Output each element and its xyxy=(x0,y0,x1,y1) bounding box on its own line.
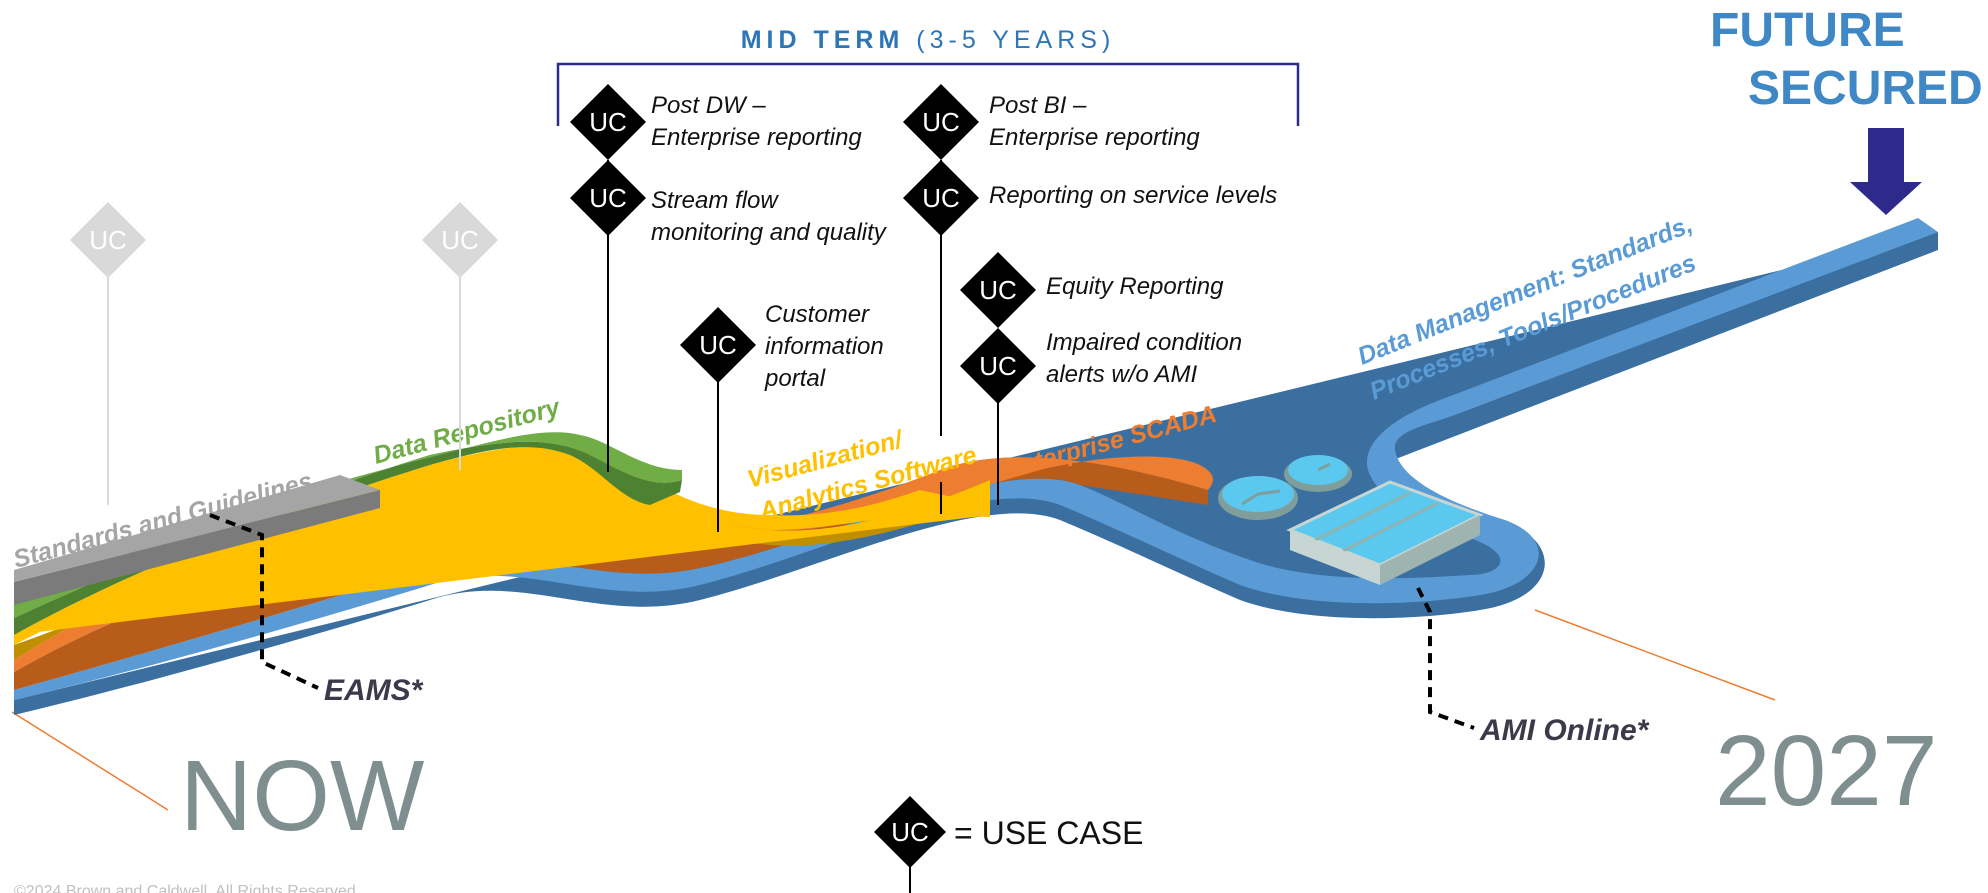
uc-label: UC xyxy=(979,351,1017,381)
future-arrow-icon xyxy=(1850,128,1922,215)
uc-marker-equity: UC xyxy=(960,252,1036,328)
customer-label-line2: information xyxy=(765,333,884,360)
post-dw-label-line2: Enterprise reporting xyxy=(651,124,862,151)
stream-flow-label-line2: monitoring and quality xyxy=(651,219,888,246)
post-dw-label-line1: Post DW – xyxy=(651,92,766,119)
copyright-text: ©2024 Brown and Caldwell. All Rights Res… xyxy=(14,883,360,893)
post-bi-label-line1: Post BI – xyxy=(989,92,1087,119)
stream-flow-label-line1: Stream flow xyxy=(651,187,779,214)
legend-uc-icon: UC xyxy=(874,796,946,893)
future-text-line2: SECURED xyxy=(1748,62,1983,115)
uc-label: UC xyxy=(589,183,627,213)
now-label: NOW xyxy=(180,740,425,852)
uc-label: UC xyxy=(891,817,929,847)
uc-marker-faint-2: UC xyxy=(422,202,498,470)
uc-label: UC xyxy=(979,275,1017,305)
uc-label: UC xyxy=(89,225,127,255)
mid-term-bold: MID TERM xyxy=(741,26,905,54)
data-repository-track xyxy=(14,432,682,635)
ami-label: AMI Online* xyxy=(1479,714,1650,747)
service-levels-label: Reporting on service levels xyxy=(989,182,1277,209)
uc-label: UC xyxy=(922,107,960,137)
standards-track xyxy=(14,475,380,605)
uc-marker-impaired: UC xyxy=(960,328,1036,404)
uc-marker-customer-portal: UC xyxy=(680,307,756,383)
uc-label: UC xyxy=(441,225,479,255)
year-2027-label: 2027 xyxy=(1715,715,1937,827)
impaired-label-line2: alerts w/o AMI xyxy=(1046,361,1197,388)
uc-marker-post-dw: UC xyxy=(570,84,646,160)
uc-marker-faint-1: UC xyxy=(70,202,146,505)
uc-label: UC xyxy=(699,330,737,360)
uc-label: UC xyxy=(589,107,627,137)
impaired-label-line1: Impaired condition xyxy=(1046,329,1242,356)
mid-term-rest: (3-5 YEARS) xyxy=(904,26,1115,54)
customer-label-line1: Customer xyxy=(765,301,870,328)
legend-text: = USE CASE xyxy=(954,815,1143,851)
equity-label: Equity Reporting xyxy=(1046,273,1224,300)
post-bi-label-line2: Enterprise reporting xyxy=(989,124,1200,151)
treatment-plant-icon xyxy=(1218,455,1484,585)
uc-marker-service-levels: UC xyxy=(903,160,979,236)
eams-dashed-callout xyxy=(209,513,319,690)
mid-term-heading: MID TERM (3-5 YEARS) xyxy=(741,26,1116,54)
mid-term-bracket xyxy=(556,62,1300,126)
customer-label-line3: portal xyxy=(764,365,826,392)
uc-label: UC xyxy=(922,183,960,213)
ami-dashed-callout xyxy=(1416,587,1475,730)
future-text-line1: FUTURE xyxy=(1710,4,1905,57)
uc-marker-stream-flow: UC xyxy=(570,160,646,236)
now-connector-line xyxy=(11,711,169,811)
2027-connector-line xyxy=(1534,609,1776,701)
uc-marker-post-bi: UC xyxy=(903,84,979,160)
eams-label: EAMS* xyxy=(324,674,424,707)
